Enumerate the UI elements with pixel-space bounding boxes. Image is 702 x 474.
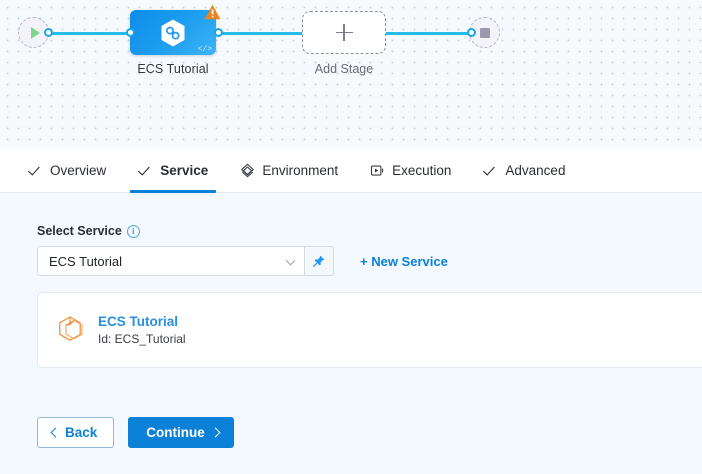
pipeline-canvas[interactable]: </> ECS Tutorial Add Stage xyxy=(0,0,702,148)
stage-config-tabbar: Overview Service Environment xyxy=(0,148,702,193)
connector-dot-stage-out[interactable] xyxy=(214,28,223,37)
plus-icon xyxy=(335,24,353,41)
tab-environment[interactable]: Environment xyxy=(224,148,354,192)
tab-advanced[interactable]: Advanced xyxy=(467,148,581,192)
info-icon[interactable]: i xyxy=(126,224,140,238)
selected-service-card-texts: ECS Tutorial Id: ECS_Tutorial xyxy=(98,314,186,346)
tab-overview[interactable]: Overview xyxy=(12,148,122,192)
pipeline-stage-node-ecs-tutorial[interactable]: </> xyxy=(130,4,221,55)
selected-service-card[interactable]: ECS Tutorial Id: ECS_Tutorial xyxy=(37,292,702,368)
check-icon xyxy=(483,163,498,178)
selected-service-title[interactable]: ECS Tutorial xyxy=(98,314,179,329)
tab-overview-label: Overview xyxy=(50,162,107,178)
service-select-row: ECS Tutorial + New Service xyxy=(37,246,448,276)
add-stage-label: Add Stage xyxy=(314,62,374,76)
play-box-icon xyxy=(370,163,385,178)
select-service-label: Select Service i xyxy=(37,224,140,238)
check-icon xyxy=(138,163,153,178)
play-icon xyxy=(30,26,40,39)
tab-service-label: Service xyxy=(160,162,209,178)
chevron-left-icon xyxy=(50,429,58,437)
connector-dot-end-in[interactable] xyxy=(467,28,476,37)
select-service-label-text: Select Service xyxy=(37,224,122,238)
service-select-value: ECS Tutorial xyxy=(49,253,122,269)
pipeline-start-node[interactable] xyxy=(18,17,49,48)
connector-dot-stage-in[interactable] xyxy=(126,28,135,37)
selected-service-id: Id: ECS_Tutorial xyxy=(98,332,186,346)
service-select-input[interactable]: ECS Tutorial xyxy=(37,246,305,276)
pin-service-button[interactable] xyxy=(305,246,334,276)
service-tab-panel: Select Service i ECS Tutorial + New Serv… xyxy=(0,193,702,474)
connector-line-stage-to-add xyxy=(218,32,302,35)
continue-button[interactable]: Continue xyxy=(128,417,234,448)
back-button[interactable]: Back xyxy=(37,417,115,448)
tab-advanced-label: Advanced xyxy=(505,162,566,178)
chevron-down-icon xyxy=(286,257,295,266)
chevron-right-icon xyxy=(212,429,220,437)
stop-icon xyxy=(479,27,490,38)
connector-dot-start-out[interactable] xyxy=(44,28,53,37)
hexagon-service-icon xyxy=(161,19,185,46)
back-button-label: Back xyxy=(65,425,98,440)
connector-line-start-to-stage xyxy=(48,32,130,35)
wizard-footer: Back Continue xyxy=(37,417,234,448)
tab-execution-label: Execution xyxy=(392,162,452,178)
warning-triangle-icon[interactable] xyxy=(204,4,221,20)
pin-icon xyxy=(313,255,325,268)
code-brackets-icon[interactable]: </> xyxy=(197,45,212,54)
cube-icon xyxy=(59,316,83,341)
tab-execution[interactable]: Execution xyxy=(354,148,467,192)
layers-icon xyxy=(240,163,255,178)
connector-line-add-to-end xyxy=(385,32,471,35)
new-service-link[interactable]: + New Service xyxy=(360,253,448,269)
pipeline-stage-label: ECS Tutorial xyxy=(137,62,209,76)
check-icon xyxy=(28,163,43,178)
add-stage-button[interactable] xyxy=(302,11,386,54)
tab-environment-label: Environment xyxy=(262,162,339,178)
tab-service[interactable]: Service xyxy=(122,148,224,193)
continue-button-label: Continue xyxy=(146,425,205,440)
